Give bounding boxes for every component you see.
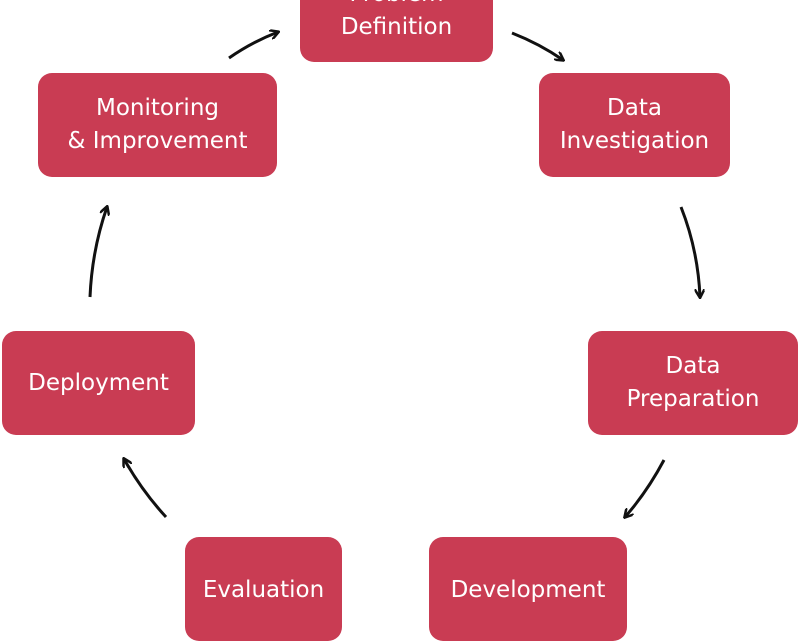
- step-label: Problem: [349, 0, 443, 11]
- step-data-preparation: Data Preparation: [588, 331, 798, 435]
- arrow-evaluation-to-deployment: [124, 459, 168, 519]
- arrow-monitoring-to-problem: [228, 32, 278, 60]
- step-monitoring-improvement: Monitoring & Improvement: [38, 73, 277, 177]
- step-label: & Improvement: [67, 128, 248, 154]
- step-label: Definition: [340, 14, 453, 40]
- step-data-investigation: Data Investigation: [539, 73, 730, 177]
- step-label: Investigation: [559, 128, 710, 154]
- step-development: Development: [429, 537, 627, 641]
- step-label: Data: [665, 353, 721, 379]
- step-label: Monitoring: [96, 95, 219, 121]
- step-label: Data: [607, 95, 662, 121]
- step-deployment: Deployment: [2, 331, 195, 435]
- step-label: Deployment: [28, 369, 169, 396]
- step-label: Preparation: [626, 386, 760, 412]
- step-evaluation: Evaluation: [185, 537, 342, 641]
- arrow-problem-to-investigation: [511, 31, 563, 60]
- step-problem-definition: Problem Definition: [300, 0, 493, 62]
- step-label: Development: [450, 577, 606, 603]
- arrow-preparation-to-development: [625, 459, 666, 517]
- arrow-investigation-to-preparation: [679, 206, 700, 297]
- cycle-arrows: [88, 0, 800, 600]
- step-label: Evaluation: [202, 577, 325, 603]
- arrow-deployment-to-monitoring: [88, 207, 107, 298]
